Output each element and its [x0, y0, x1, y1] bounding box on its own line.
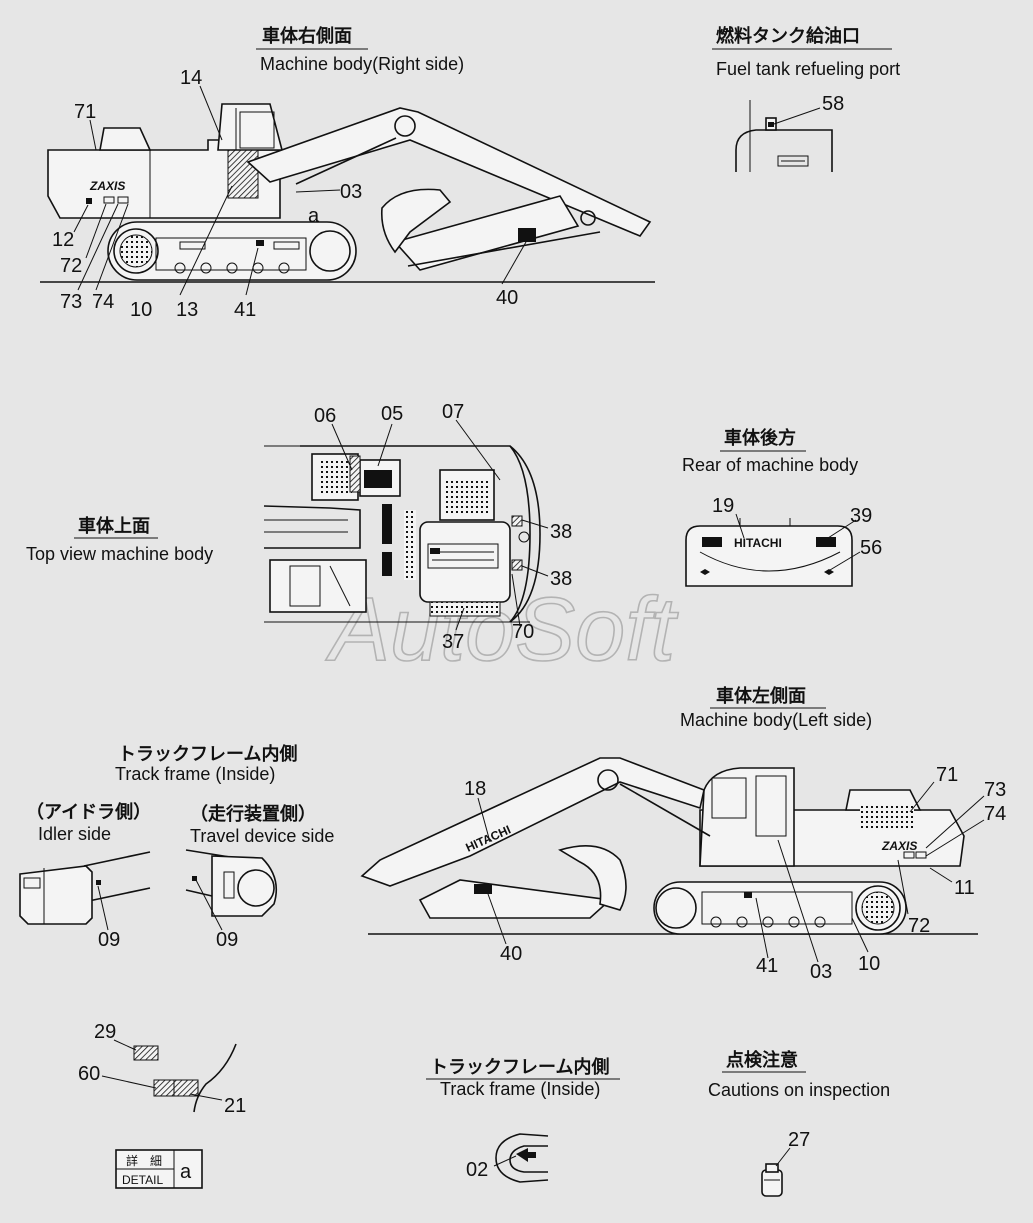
- track-frame-upper-section: トラックフレーム内側 Track frame (Inside) （アイドラ側） …: [19, 743, 334, 951]
- detail-box: 詳 細 DETAIL a: [115, 1149, 203, 1189]
- inspection-section: 点検注意 Cautions on inspection 27: [708, 1049, 890, 1197]
- right-side-excavator: ZAXIS: [40, 85, 655, 296]
- top-view-title-en: Top view machine body: [26, 544, 213, 564]
- rear-title-jp: 車体後方: [724, 427, 796, 448]
- inspection-title-en: Cautions on inspection: [708, 1080, 890, 1100]
- callout-tf-02: 02: [466, 1159, 488, 1181]
- fuel-tank-title-jp: 燃料タンク給油口: [716, 25, 860, 46]
- rear-section: 車体後方 Rear of machine body HITACHI 19 39 …: [682, 427, 882, 587]
- track-frame-lower-title-jp: トラックフレーム内側: [430, 1056, 609, 1077]
- rear-title-en: Rear of machine body: [682, 455, 858, 475]
- left-side-excavator: HITACHI ZAXIS: [360, 757, 985, 963]
- idler-side-title-en: Idler side: [38, 824, 111, 844]
- right-side-title-en: Machine body(Right side): [260, 54, 464, 74]
- callout-tv-38a: 38: [550, 521, 572, 543]
- detail-box-letter: a: [180, 1161, 192, 1183]
- track-frame-lower-section: トラックフレーム内側 Track frame (Inside) 02: [426, 1056, 620, 1183]
- callout-rs-12: 12: [52, 229, 74, 251]
- track-frame-lower-title-en: Track frame (Inside): [440, 1079, 600, 1099]
- callout-rr-39: 39: [850, 505, 872, 527]
- callout-ls-72: 72: [908, 915, 930, 937]
- callout-ls-74: 74: [984, 803, 1006, 825]
- callout-rs-13: 13: [176, 299, 198, 321]
- top-view-section: 車体上面 Top view machine body: [26, 401, 572, 653]
- callout-ls-73: 73: [984, 779, 1006, 801]
- callout-ci-27: 27: [788, 1129, 810, 1151]
- callout-rr-19: 19: [712, 495, 734, 517]
- right-side-title-jp: 車体右側面: [262, 25, 352, 46]
- callout-ls-18: 18: [464, 778, 486, 800]
- callout-ls-41: 41: [756, 955, 778, 977]
- callout-tv-06: 06: [314, 405, 336, 427]
- inspection-title-jp: 点検注意: [726, 1049, 798, 1070]
- track-frame-lower-drawing: [493, 1133, 549, 1183]
- detail-box-jp: 詳 細: [126, 1153, 162, 1168]
- idler-side-drawing: [19, 851, 151, 931]
- callout-idler-09: 09: [98, 929, 120, 951]
- callout-ls-40: 40: [500, 943, 522, 965]
- callout-rs-71: 71: [74, 101, 96, 123]
- left-side-title-jp: 車体左側面: [716, 685, 806, 706]
- callout-tv-05: 05: [381, 403, 403, 425]
- callout-tv-38b: 38: [550, 568, 572, 590]
- fuel-tank-drawing: [735, 100, 833, 172]
- callout-dt-21: 21: [224, 1095, 246, 1117]
- hitachi-logo-rear: HITACHI: [734, 536, 782, 550]
- travel-side-title-en: Travel device side: [190, 826, 334, 846]
- callout-rs-03: 03: [340, 181, 362, 203]
- rear-drawing: HITACHI: [685, 513, 861, 587]
- zaxis-logo-right: ZAXIS: [89, 179, 125, 193]
- callout-rs-72: 72: [60, 255, 82, 277]
- right-side-section: 車体右側面 Machine body(Right side): [40, 25, 655, 321]
- callout-ls-71: 71: [936, 764, 958, 786]
- zaxis-logo-left: ZAXIS: [881, 839, 917, 853]
- track-frame-upper-title-en: Track frame (Inside): [115, 764, 275, 784]
- callout-rs-14: 14: [180, 67, 202, 89]
- callout-rs-41: 41: [234, 299, 256, 321]
- callout-ft-58: 58: [822, 93, 844, 115]
- left-side-section: 車体左側面 Machine body(Left side): [360, 685, 1006, 983]
- callout-rs-10: 10: [130, 299, 152, 321]
- callout-rs-40: 40: [496, 287, 518, 309]
- callout-rr-56: 56: [860, 537, 882, 559]
- detail-marker-a: a: [308, 205, 320, 227]
- idler-side-title-jp: （アイドラ側）: [26, 801, 151, 822]
- track-frame-upper-title-jp: トラックフレーム内側: [118, 743, 297, 764]
- detail-box-en: DETAIL: [122, 1173, 163, 1187]
- callout-travel-09: 09: [216, 929, 238, 951]
- top-view-title-jp: 車体上面: [78, 515, 150, 536]
- detail-a-section: 29 60 21 詳 細 DETAIL a: [78, 1021, 246, 1189]
- callout-dt-29: 29: [94, 1021, 116, 1043]
- top-view-drawing: [263, 419, 549, 631]
- callout-rs-74: 74: [92, 291, 114, 313]
- callout-tv-70: 70: [512, 621, 534, 643]
- callout-ls-03: 03: [810, 961, 832, 983]
- fuel-tank-title-en: Fuel tank refueling port: [716, 59, 900, 79]
- callout-tv-37: 37: [442, 631, 464, 653]
- travel-side-title-jp: （走行装置側）: [190, 803, 316, 824]
- callout-ls-10: 10: [858, 953, 880, 975]
- callout-tv-07: 07: [442, 401, 464, 423]
- travel-side-drawing: [185, 849, 278, 931]
- callout-ls-11: 11: [954, 877, 975, 899]
- inspection-drawing: [761, 1147, 791, 1197]
- fuel-tank-section: 燃料タンク給油口 Fuel tank refueling port 58: [712, 25, 900, 172]
- callout-dt-60: 60: [78, 1063, 100, 1085]
- left-side-title-en: Machine body(Left side): [680, 710, 872, 730]
- callout-rs-73: 73: [60, 291, 82, 313]
